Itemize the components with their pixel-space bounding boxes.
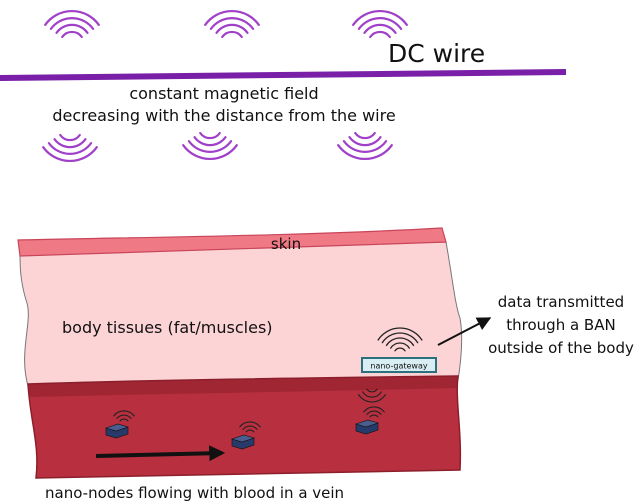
wave-arc (362, 391, 382, 398)
wave-arc (193, 136, 227, 147)
ban-text-line1: data transmitted (498, 293, 624, 311)
gateway-signal-arcs (377, 327, 423, 352)
wave-arc (354, 131, 376, 140)
field-wave-icon (337, 131, 393, 161)
ban-arrow (437, 317, 492, 346)
vein-caption: nano-nodes flowing with blood in a vein (45, 484, 344, 502)
wave-arc (369, 414, 379, 418)
field-wave-icon (44, 9, 100, 39)
wave-arc (199, 131, 221, 140)
dc-wire (0, 69, 567, 81)
wave-arc (49, 16, 95, 30)
wave-arc (357, 16, 403, 30)
gateway-down-signal-arcs (357, 388, 387, 403)
skin-label: skin (271, 235, 301, 253)
ban-text-line2: through a BAN (506, 316, 615, 334)
wave-arc (55, 23, 89, 34)
wave-arc (390, 342, 410, 349)
wave-arc (187, 140, 233, 154)
wave-arc (53, 138, 87, 149)
wave-arc (242, 425, 258, 430)
wave-arc (113, 410, 135, 417)
wave-arc (119, 418, 129, 422)
skin-band (17, 227, 447, 257)
signal-wave-icon (357, 327, 423, 403)
wave-arc (61, 30, 83, 39)
ban-text-line3: outside of the body (488, 339, 634, 357)
nano-gateway (361, 357, 437, 373)
wave-arc (363, 406, 385, 413)
wave-arc (204, 9, 260, 26)
vein-wall (28, 376, 458, 397)
wave-arc (342, 140, 388, 154)
wave-arc (369, 30, 391, 39)
gateway-label: nano-gateway (370, 362, 427, 371)
field-wave-icon (42, 133, 98, 163)
wave-arc (381, 332, 419, 344)
wave-arc (59, 133, 81, 142)
field-wave-icon (182, 131, 238, 161)
wave-arc (182, 144, 238, 161)
wave-arc (377, 327, 423, 341)
wave-arc (116, 414, 132, 419)
signal-wave-icon (113, 410, 135, 422)
wave-arc (394, 347, 406, 352)
dc-wire-label: DC wire (388, 39, 485, 68)
wave-arc (47, 142, 93, 156)
wave-arc (215, 23, 249, 34)
field-wave-icon (204, 9, 260, 39)
wave-arc (352, 9, 408, 26)
wave-arc (239, 421, 261, 428)
wave-arc (44, 9, 100, 26)
field-wave-icon (352, 9, 408, 39)
field-waves-bottom (42, 131, 393, 163)
wave-arc (363, 23, 397, 34)
field-caption-line2: decreasing with the distance from the wi… (52, 106, 395, 125)
wave-arc (348, 136, 382, 147)
field-waves-top (44, 9, 408, 39)
tissue-label: body tissues (fat/muscles) (62, 318, 273, 337)
signal-wave-icon (363, 406, 385, 418)
nano-node-icon (355, 419, 379, 435)
wave-arc (245, 429, 255, 433)
nano-node-icon (105, 423, 129, 439)
wave-arc (357, 394, 387, 403)
nano-nodes (105, 406, 385, 450)
field-caption-line1: constant magnetic field (129, 84, 318, 103)
nano-node-icon (231, 434, 255, 450)
wave-arc (366, 410, 382, 415)
wave-arc (221, 30, 243, 39)
wave-arc (366, 388, 378, 393)
wave-arc (42, 146, 98, 163)
wave-arc (209, 16, 255, 30)
wave-arc (385, 337, 415, 347)
wave-arc (337, 144, 393, 161)
flow-arrow-icon (95, 445, 226, 462)
signal-wave-icon (239, 421, 261, 433)
